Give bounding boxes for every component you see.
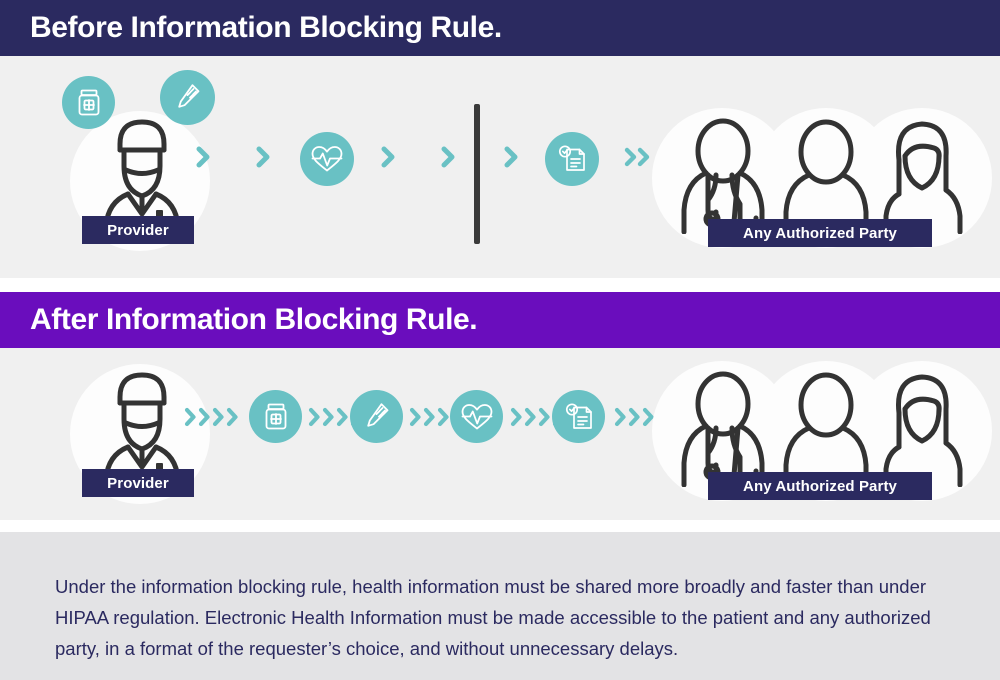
after-woman-figure — [872, 369, 972, 487]
after-panel: Provider — [0, 348, 1000, 520]
before-chevron-2 — [255, 146, 273, 168]
before-panel: Provider — [0, 56, 1000, 278]
blocking-barrier — [474, 104, 480, 244]
before-chevron-4 — [440, 146, 458, 168]
after-provider-label: Provider — [82, 469, 194, 497]
after-header-title: After Information Blocking Rule. — [30, 303, 478, 336]
after-thermometer-icon — [350, 390, 403, 443]
doctor-figure — [670, 118, 776, 234]
after-recipients-label: Any Authorized Party — [708, 472, 932, 500]
document-check-icon — [545, 132, 599, 186]
before-stage: Provider — [0, 56, 1000, 278]
person-figure — [775, 118, 877, 234]
after-medicine-bottle-icon — [249, 390, 302, 443]
after-heartbeat-icon — [450, 390, 503, 443]
before-header-title: Before Information Blocking Rule. — [30, 11, 502, 44]
before-provider-label: Provider — [82, 216, 194, 244]
note-panel: Under the information blocking rule, hea… — [0, 532, 1000, 680]
woman-figure — [872, 116, 972, 234]
before-chevron-5 — [503, 146, 521, 168]
before-header-bar: Before Information Blocking Rule. — [0, 0, 1000, 56]
medicine-bottle-icon — [62, 76, 115, 129]
after-chevron-group-5 — [614, 406, 664, 428]
after-doctor-figure — [670, 371, 776, 487]
before-chevron-1 — [195, 146, 213, 168]
before-recipients-label: Any Authorized Party — [708, 219, 932, 247]
heartbeat-icon — [300, 132, 354, 186]
after-chevron-group-1 — [184, 406, 246, 428]
before-chevron-6 — [624, 146, 660, 168]
after-document-check-icon — [552, 390, 605, 443]
after-stage: Provider — [0, 348, 1000, 520]
before-chevron-3 — [380, 146, 398, 168]
thermometer-icon — [160, 70, 215, 125]
after-person-figure — [775, 371, 877, 487]
after-header-bar: After Information Blocking Rule. — [0, 292, 1000, 348]
note-text: Under the information blocking rule, hea… — [55, 575, 931, 659]
